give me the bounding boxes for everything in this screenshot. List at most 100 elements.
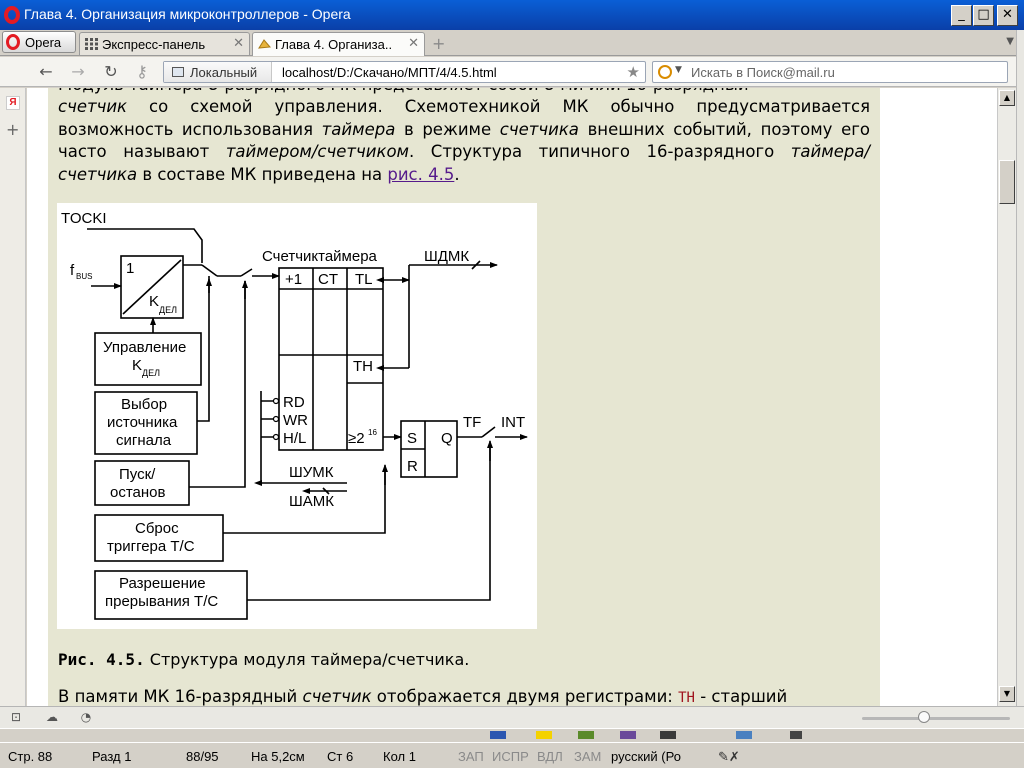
search-placeholder: Искать в Поиск@mail.ru: [691, 65, 835, 80]
address-bar[interactable]: Локальный localhost/D:/Скачано/МПТ/4/4.5…: [163, 61, 646, 83]
italic-term: счетчика: [499, 119, 579, 139]
label-plus1: +1: [285, 271, 302, 288]
status-rec[interactable]: ЗАП: [458, 749, 484, 764]
opera-menu-button[interactable]: Opera: [2, 31, 76, 53]
paragraph-1-tail: .: [454, 164, 460, 184]
close-window-button[interactable]: ✕: [997, 5, 1018, 26]
reset-trigger-box: [94, 514, 224, 562]
caption-number: Рис. 4.5.: [58, 650, 145, 669]
label-divider-k-sub: ДЕЛ: [159, 305, 177, 315]
zoom-slider-knob[interactable]: [918, 711, 930, 723]
tab-close-icon[interactable]: ✕: [408, 36, 419, 51]
label-s: S: [407, 430, 417, 447]
label-ctrl-1: Управление: [103, 339, 186, 356]
italic-term: счетчик: [58, 97, 128, 116]
timer-structure-diagram: TOCKI f BUS 1 K ДЕЛ Управление K ДЕЛ Выб…: [61, 210, 528, 620]
scroll-thumb[interactable]: [999, 160, 1015, 204]
tab-bar: Opera Экспресс-панель ✕ Глава 4. Организ…: [0, 30, 1024, 56]
address-url[interactable]: localhost/D:/Скачано/МПТ/4/4.5.html: [282, 65, 497, 80]
tab-speed-dial-label: Экспресс-панель: [102, 37, 206, 52]
toolbar-square-icon: [790, 731, 802, 739]
status-line: Ст 6: [327, 749, 354, 764]
label-ctrl-k: K: [132, 357, 142, 374]
document-page: Модуль таймера 8-разрядного МК представл…: [48, 88, 880, 706]
yandex-icon[interactable]: Я: [6, 96, 20, 110]
toolbar-square-icon: [736, 731, 752, 739]
tab-close-icon[interactable]: ✕: [233, 36, 244, 51]
status-pages: 88/95: [186, 749, 219, 764]
toolbar-square-icon: [578, 731, 594, 739]
label-int-1: Разрешение: [119, 575, 206, 592]
page-favicon-icon: [258, 39, 271, 49]
label-reset-1: Сброс: [135, 520, 179, 537]
tab-list-dropdown-icon[interactable]: ▼: [1006, 36, 1014, 47]
label-ctrl-k-sub: ДЕЛ: [142, 368, 160, 378]
reload-icon[interactable]: ↻: [104, 62, 118, 81]
panel-toggle-icon[interactable]: ⊡: [10, 710, 22, 724]
label-shdmk: ШДМК: [424, 248, 469, 265]
security-badge[interactable]: Локальный: [164, 62, 272, 82]
opera-unite-cloud-icon[interactable]: ☁: [46, 710, 58, 724]
figure-4-5: TOCKI f BUS 1 K ДЕЛ Управление K ДЕЛ Выб…: [57, 203, 537, 629]
scroll-up-icon[interactable]: ▲: [999, 90, 1015, 106]
tab-speed-dial[interactable]: Экспресс-панель ✕: [79, 32, 250, 55]
figure-link[interactable]: рис. 4.5: [387, 164, 455, 184]
turbo-speed-icon[interactable]: ◔: [80, 710, 92, 724]
status-extend[interactable]: ВДЛ: [537, 749, 563, 764]
tab-chapter-4[interactable]: Глава 4. Организа... ✕: [252, 32, 425, 56]
bookmark-star-icon[interactable]: ★: [626, 63, 640, 81]
label-shumk: ШУМК: [289, 464, 334, 481]
label-rd: RD: [283, 394, 305, 411]
word-status-bar: Стр. 88 Разд 1 88/95 На 5,2см Ст 6 Кол 1…: [0, 742, 1024, 768]
window-right-edge: [1016, 30, 1024, 738]
opera-logo-icon: [4, 6, 20, 24]
start-stop-box: [94, 460, 190, 506]
label-tocki: TOCKI: [61, 210, 107, 227]
text-run: . Структура типичного 16-разрядного: [409, 142, 791, 161]
forward-arrow-icon[interactable]: →: [71, 62, 85, 81]
interrupt-enable-box: [94, 570, 248, 620]
zoom-slider-track[interactable]: [862, 717, 1010, 720]
search-engine-dropdown-icon[interactable]: ▼: [675, 65, 682, 75]
window-title: Глава 4. Организация микроконтроллеров -…: [24, 6, 351, 22]
page-viewport[interactable]: Модуль таймера 8-разрядного МК представл…: [27, 88, 997, 706]
italic-term: таймером/счетчиком: [225, 142, 409, 161]
key-icon[interactable]: ⚷: [136, 62, 148, 81]
caption-text: Структура модуля таймера/счетчика.: [144, 650, 470, 669]
search-engine-icon[interactable]: [658, 65, 672, 79]
vertical-scrollbar[interactable]: ▲ ▼: [997, 88, 1016, 706]
label-counter-title: Счетчиктаймера: [262, 248, 378, 265]
label-start-1: Пуск/: [119, 466, 156, 483]
status-language[interactable]: русский (Ро: [611, 749, 681, 764]
search-field[interactable]: ▼ Искать в Поиск@mail.ru: [652, 61, 1008, 83]
speed-dial-grid-icon: [85, 38, 98, 50]
source-select-box: [94, 391, 198, 455]
navigation-bar: ← → ↻ ⚷ Локальный localhost/D:/Скачано/М…: [0, 57, 1024, 87]
tab-chapter-4-label: Глава 4. Организа...: [275, 37, 393, 52]
back-arrow-icon[interactable]: ←: [39, 62, 53, 81]
status-overwrite[interactable]: ЗАМ: [574, 749, 602, 764]
opera-status-bar: ⊡ ☁ ◔: [0, 706, 1024, 728]
status-section: Разд 1: [92, 749, 132, 764]
label-q: Q: [441, 430, 453, 447]
status-position: На 5,2см: [251, 749, 305, 764]
label-overflow: ≥2: [348, 430, 365, 447]
toolbar-square-icon: [536, 731, 552, 739]
spelling-check-icon[interactable]: ✎✗: [718, 749, 740, 764]
maximize-button[interactable]: □: [973, 5, 994, 26]
paragraph-2-italic: счетчик: [302, 687, 372, 706]
label-src-2: источника: [107, 414, 178, 431]
add-panel-plus-icon[interactable]: +: [6, 120, 20, 139]
new-tab-plus-icon[interactable]: +: [432, 34, 446, 53]
paragraph-2-text-b: отображается двумя регистрами:: [371, 687, 679, 706]
label-shamk: ШАМК: [289, 493, 334, 510]
label-int: INT: [501, 414, 525, 431]
window-titlebar[interactable]: Глава 4. Организация микроконтроллеров -…: [0, 0, 1024, 30]
label-tl: TL: [355, 271, 373, 288]
label-ct: CT: [318, 271, 338, 288]
status-track[interactable]: ИСПР: [492, 749, 529, 764]
scroll-down-icon[interactable]: ▼: [999, 686, 1015, 702]
italic-term: таймера: [321, 119, 396, 139]
minimize-button[interactable]: _: [951, 5, 972, 26]
label-start-2: останов: [110, 484, 166, 501]
